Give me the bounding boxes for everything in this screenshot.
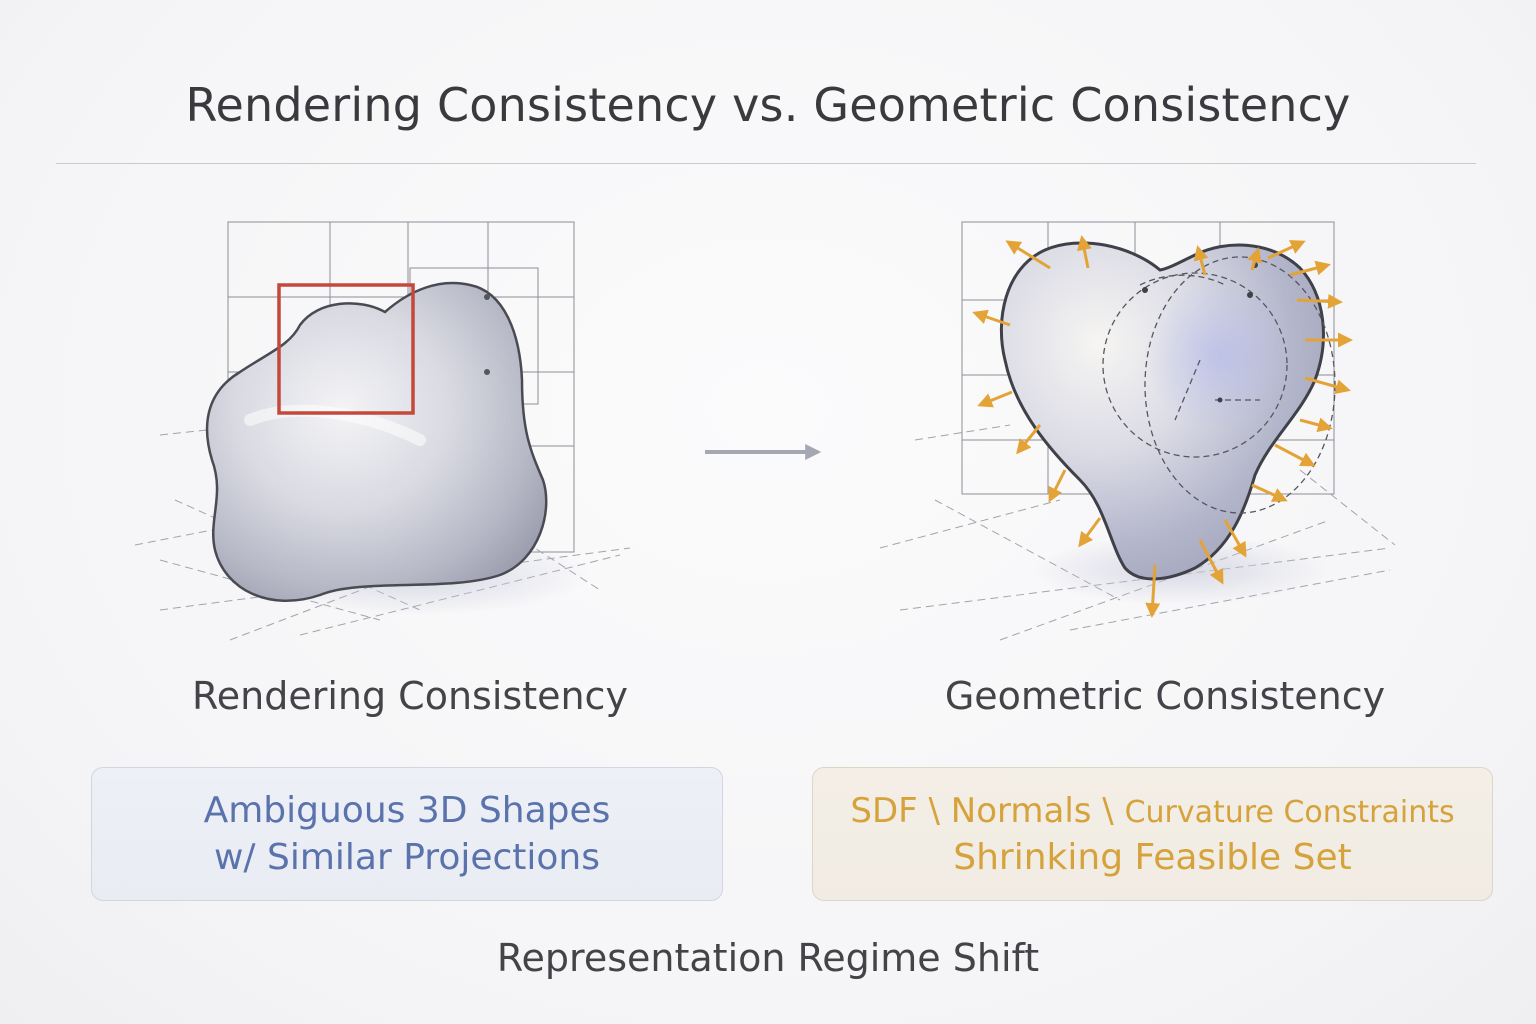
projection-highlight-box bbox=[277, 283, 415, 415]
normal-arrows bbox=[972, 235, 1353, 618]
page-title: Rendering Consistency vs. Geometric Cons… bbox=[185, 78, 1351, 132]
right-caption: Geometric Consistency bbox=[944, 674, 1386, 718]
ambiguity-box: Ambiguous 3D Shapes w/ Similar Projectio… bbox=[91, 767, 723, 901]
title-divider bbox=[56, 163, 1476, 164]
heart-interior-tint bbox=[1115, 270, 1305, 460]
constraints-line-1b: Curvature Constraints bbox=[1124, 794, 1455, 830]
left-caption: Rendering Consistency bbox=[192, 674, 628, 718]
constraints-line-1a: SDF \ Normals \ bbox=[850, 790, 1125, 831]
footer-label: Representation Regime Shift bbox=[496, 936, 1040, 980]
ambiguity-line-1: Ambiguous 3D Shapes bbox=[203, 790, 611, 831]
ambiguous-blob-shape bbox=[205, 281, 548, 603]
constraints-line-2: Shrinking Feasible Set bbox=[953, 836, 1352, 878]
constraints-box: SDF \ Normals \ Curvature Constraints Sh… bbox=[812, 767, 1493, 901]
ambiguity-line-2: w/ Similar Projections bbox=[213, 837, 600, 878]
constraints-line-1: SDF \ Normals \ Curvature Constraints bbox=[850, 791, 1454, 831]
left-grid-markers bbox=[484, 294, 490, 375]
